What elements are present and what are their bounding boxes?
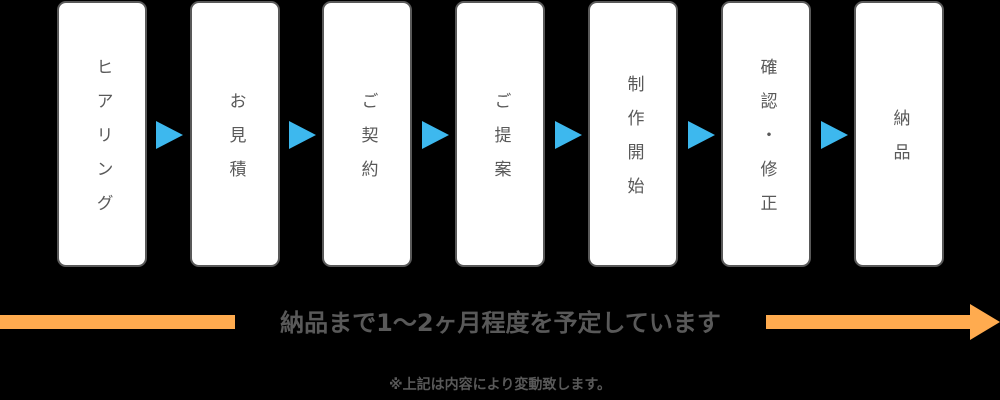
timeline-bar-left bbox=[0, 315, 235, 329]
step-label: 制作開始 bbox=[623, 74, 644, 211]
arrow-right-icon bbox=[289, 121, 316, 149]
step-label: 確認・修正 bbox=[756, 57, 777, 228]
step-hearing: ヒアリング bbox=[57, 1, 147, 267]
step-review-revision: 確認・修正 bbox=[721, 1, 811, 267]
timeline-bar-right bbox=[766, 315, 972, 329]
timeline-arrow-head-icon bbox=[970, 304, 1000, 340]
arrow-right-icon bbox=[688, 121, 715, 149]
step-label: ご提案 bbox=[490, 91, 511, 194]
footnote: ※上記は内容により変動致します。 bbox=[389, 377, 611, 393]
arrow-right-icon bbox=[422, 121, 449, 149]
arrow-right-icon bbox=[821, 121, 848, 149]
arrow-right-icon bbox=[156, 121, 183, 149]
step-label: お見積 bbox=[225, 91, 246, 194]
step-production-start: 制作開始 bbox=[588, 1, 678, 267]
arrow-right-icon bbox=[555, 121, 582, 149]
step-label: 納品 bbox=[889, 108, 910, 177]
step-label: ご契約 bbox=[357, 91, 378, 194]
step-estimate: お見積 bbox=[190, 1, 280, 267]
duration-text: 納品まで1〜2ヶ月程度を予定しています bbox=[280, 309, 721, 337]
step-delivery: 納品 bbox=[854, 1, 944, 267]
step-contract: ご契約 bbox=[322, 1, 412, 267]
step-proposal: ご提案 bbox=[455, 1, 545, 267]
step-label: ヒアリング bbox=[92, 57, 113, 228]
